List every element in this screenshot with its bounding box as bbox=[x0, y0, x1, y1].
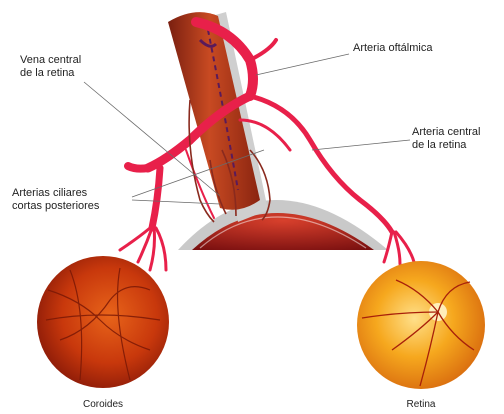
label-vena-central: Vena central de la retina bbox=[20, 54, 81, 80]
label-arteria-oftalmica: Arteria oftálmica bbox=[353, 42, 432, 55]
choroid-fundus bbox=[37, 256, 169, 388]
label-arterias-ciliares-line2: cortas posteriores bbox=[12, 200, 99, 213]
label-arteria-central-line2: de la retina bbox=[412, 139, 480, 152]
label-arteria-central: Arteria central de la retina bbox=[412, 126, 480, 152]
label-vena-central-line1: Vena central bbox=[20, 54, 81, 67]
label-vena-central-line2: de la retina bbox=[20, 67, 81, 80]
label-arterias-ciliares-line1: Arterias ciliares bbox=[12, 187, 99, 200]
caption-retina: Retina bbox=[386, 399, 456, 411]
label-arteria-central-line1: Arteria central bbox=[412, 126, 480, 139]
retina-fundus bbox=[357, 261, 485, 389]
caption-coroides: Coroides bbox=[68, 399, 138, 411]
label-arterias-ciliares: Arterias ciliares cortas posteriores bbox=[12, 187, 99, 213]
